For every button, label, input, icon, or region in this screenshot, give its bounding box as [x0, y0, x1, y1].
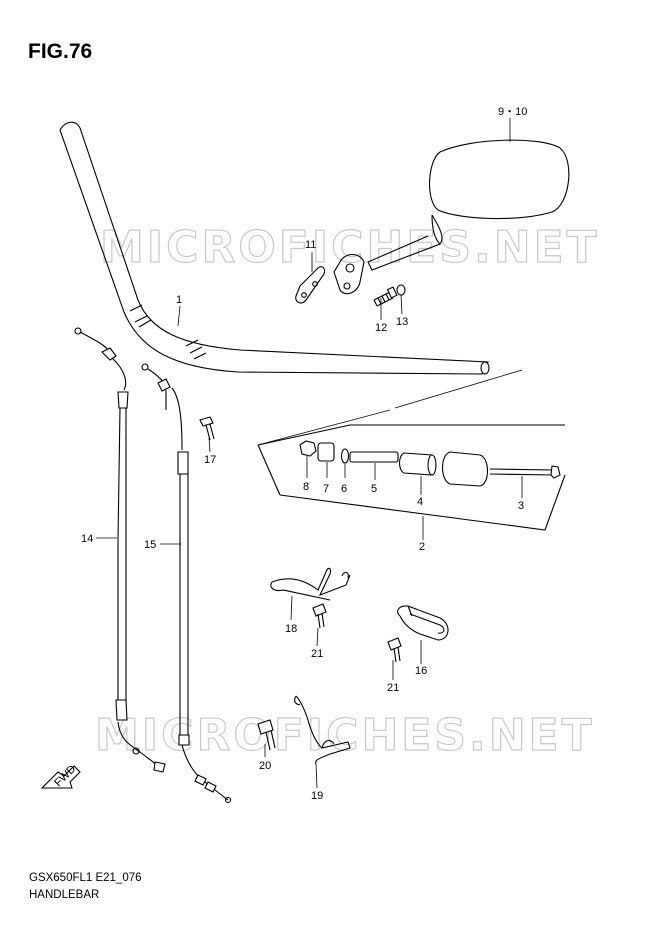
watermark-bottom: MICROFICHES.NET	[95, 710, 595, 761]
callout-17: 17	[204, 454, 216, 466]
callout-leaders	[96, 118, 523, 789]
throttle-cable-part	[141, 363, 232, 804]
mirror-bracket-part	[295, 253, 365, 304]
cable-clamp-19-part	[294, 695, 351, 765]
callout-8: 8	[303, 481, 309, 493]
bolt-21b-part	[387, 637, 402, 663]
bolt-21a-part	[312, 603, 327, 629]
clutch-cable-part	[74, 327, 166, 773]
mirror-bolt-part	[373, 284, 406, 307]
cable-clamp-18-part	[270, 567, 351, 601]
callout-19: 19	[311, 790, 323, 802]
callout-7: 7	[323, 483, 329, 495]
handlebar-part	[59, 121, 490, 375]
section-name-label: HANDLEBAR	[29, 889, 100, 901]
callout-21b: 21	[387, 682, 399, 694]
callout-3: 3	[518, 500, 524, 512]
mirror-part	[367, 139, 570, 271]
callout-1: 1	[176, 294, 182, 306]
bar-end-assembly-part	[257, 369, 566, 531]
callout-6: 6	[341, 483, 347, 495]
figure-title: FIG.76	[28, 40, 93, 63]
callout-16: 16	[415, 665, 427, 677]
forward-direction-icon: FWD	[40, 763, 81, 789]
callout-9-10: 9・10	[498, 106, 527, 118]
callout-14: 14	[81, 533, 93, 545]
watermark-top: MICROFICHES.NET	[100, 222, 600, 273]
callout-5: 5	[371, 483, 377, 495]
callout-13: 13	[396, 316, 408, 328]
callout-11: 11	[305, 239, 316, 251]
callout-2: 2	[419, 541, 425, 553]
callout-20: 20	[259, 760, 271, 772]
callout-18: 18	[285, 623, 297, 635]
screw-17-part	[199, 416, 215, 441]
callout-21a: 21	[311, 648, 323, 660]
bolt-20-part	[257, 719, 276, 751]
cable-clamp-16-part	[397, 605, 449, 641]
model-code-label: GSX650FL1 E21_076	[29, 872, 142, 884]
callout-4: 4	[417, 496, 423, 508]
callout-15: 15	[144, 539, 156, 551]
callout-12: 12	[375, 322, 387, 334]
